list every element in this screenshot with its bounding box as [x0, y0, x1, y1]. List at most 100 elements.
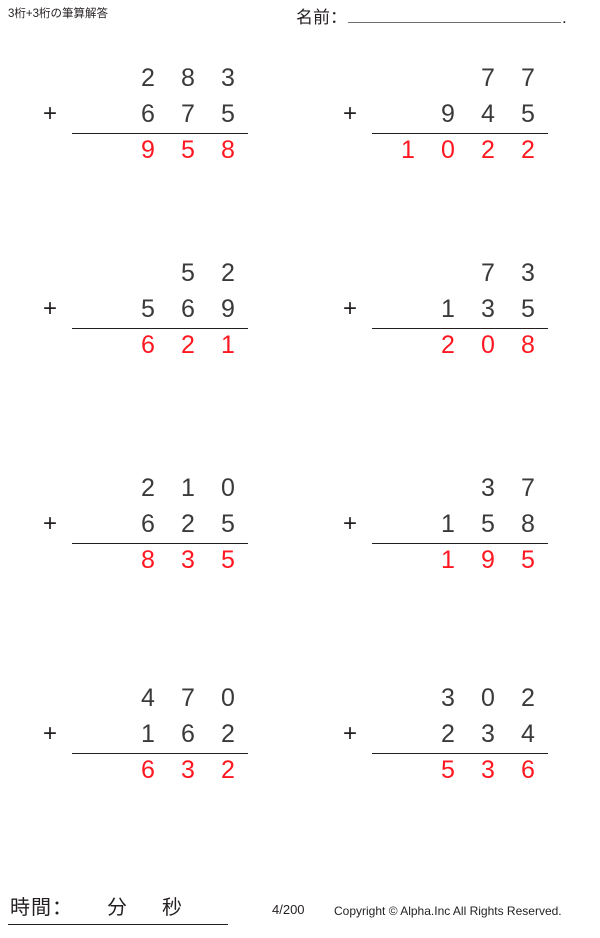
- plus-operator-icon: +: [42, 720, 57, 747]
- time-field[interactable]: 時間：分秒: [8, 894, 228, 925]
- addend-digit: 5: [141, 295, 155, 323]
- answer-digit: 8: [141, 546, 155, 574]
- addend-digit: 3: [481, 474, 495, 502]
- addend-digit: 2: [441, 720, 455, 748]
- addend-digit: 7: [181, 684, 195, 712]
- addend-digit: 2: [221, 720, 235, 748]
- plus-operator-icon: +: [342, 100, 357, 127]
- plus-operator-icon: +: [42, 295, 57, 322]
- answer-digit: 5: [221, 546, 235, 574]
- answer-digit: 3: [481, 756, 495, 784]
- addend-digit: 3: [521, 259, 535, 287]
- calculation-rule: [72, 753, 248, 754]
- addend-digit: 6: [141, 510, 155, 538]
- addend-digit: 2: [221, 259, 235, 287]
- answer-digit: 6: [521, 756, 535, 784]
- addend-digit: 4: [141, 684, 155, 712]
- addend-digit: 9: [441, 100, 455, 128]
- addend-digit: 2: [181, 510, 195, 538]
- answer-digit: 3: [181, 756, 195, 784]
- addend-digit: 7: [481, 64, 495, 92]
- plus-operator-icon: +: [342, 295, 357, 322]
- page-header: 3桁+3桁の筆算解答 名前： .: [0, 0, 600, 46]
- answer-digit: 9: [141, 136, 155, 164]
- answer-digit: 8: [521, 331, 535, 359]
- answer-digit: 1: [401, 136, 415, 164]
- addend-digit: 1: [441, 295, 455, 323]
- addend-digit: 5: [181, 259, 195, 287]
- answer-digit: 9: [481, 546, 495, 574]
- time-label: 時間：: [10, 897, 73, 919]
- addend-digit: 2: [521, 684, 535, 712]
- addend-digit: 3: [441, 684, 455, 712]
- plus-operator-icon: +: [342, 510, 357, 537]
- plus-operator-icon: +: [42, 510, 57, 537]
- addend-digit: 6: [181, 720, 195, 748]
- page-footer: 時間：分秒 4/200 Copyright © Alpha.Inc All Ri…: [0, 886, 600, 938]
- addend-digit: 2: [141, 64, 155, 92]
- addend-digit: 7: [521, 64, 535, 92]
- addend-digit: 5: [521, 100, 535, 128]
- answer-digit: 2: [221, 756, 235, 784]
- addend-digit: 1: [181, 474, 195, 502]
- addend-digit: 4: [521, 720, 535, 748]
- answer-digit: 5: [441, 756, 455, 784]
- answer-digit: 1: [221, 331, 235, 359]
- addend-digit: 6: [141, 100, 155, 128]
- plus-operator-icon: +: [42, 100, 57, 127]
- minutes-unit: 分: [107, 897, 128, 919]
- answer-digit: 2: [441, 331, 455, 359]
- addend-digit: 0: [221, 474, 235, 502]
- addend-digit: 1: [141, 720, 155, 748]
- addend-digit: 0: [481, 684, 495, 712]
- answer-digit: 3: [181, 546, 195, 574]
- answer-digit: 2: [181, 331, 195, 359]
- plus-operator-icon: +: [342, 720, 357, 747]
- answer-digit: 5: [521, 546, 535, 574]
- name-input-blank[interactable]: [348, 4, 561, 23]
- addend-digit: 8: [181, 64, 195, 92]
- copyright-notice: Copyright © Alpha.Inc All Rights Reserve…: [334, 904, 562, 918]
- name-period: .: [562, 8, 567, 27]
- addend-digit: 5: [221, 510, 235, 538]
- answer-digit: 5: [181, 136, 195, 164]
- page-number: 4/200: [272, 902, 305, 917]
- answer-digit: 2: [481, 136, 495, 164]
- addend-digit: 3: [481, 295, 495, 323]
- name-label: 名前：: [296, 8, 347, 27]
- addend-digit: 3: [221, 64, 235, 92]
- answer-digit: 2: [521, 136, 535, 164]
- answer-digit: 1: [441, 546, 455, 574]
- calculation-rule: [372, 133, 548, 134]
- addend-digit: 0: [221, 684, 235, 712]
